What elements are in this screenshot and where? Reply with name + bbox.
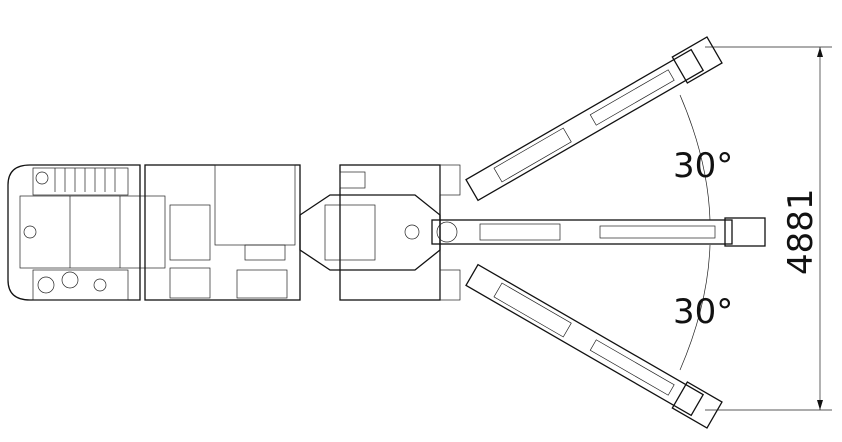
middle-chassis	[144, 164, 301, 301]
angle-label-upper: 30°	[673, 146, 733, 186]
angle-arc-upper	[679, 94, 711, 221]
boom-center	[431, 217, 766, 247]
dimension-line	[705, 46, 832, 411]
turret	[299, 164, 461, 301]
boom-upper	[465, 36, 723, 202]
rear-chassis	[7, 164, 166, 301]
boom-lower	[465, 263, 723, 429]
angle-label-lower: 30°	[673, 292, 733, 332]
angle-arc-lower	[679, 244, 711, 371]
width-dimension-label: 4881	[781, 188, 821, 275]
